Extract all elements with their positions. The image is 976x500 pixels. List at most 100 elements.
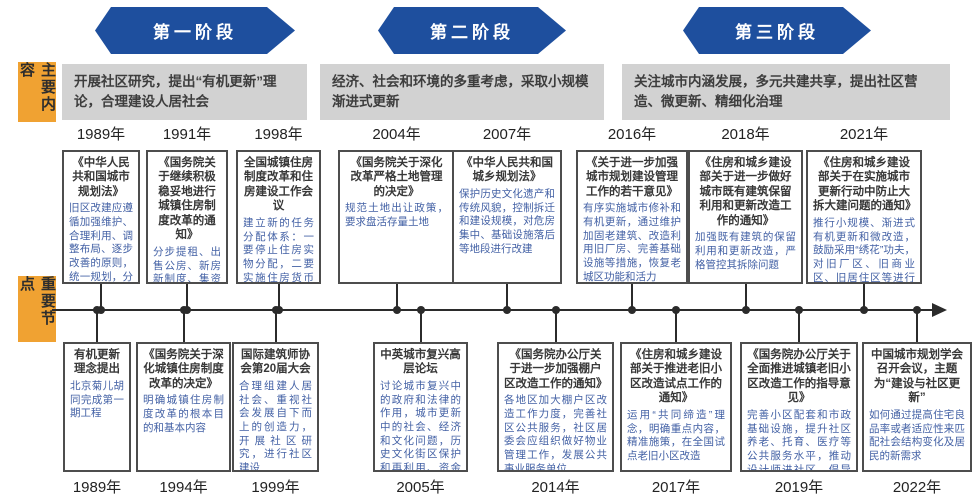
event-desc: 建立新的任务分配体系：一要停止住房实物分配，二要实施住房货币化分配 — [243, 216, 314, 284]
event-box: 《国务院关于深化城镇住房制度改革的决定》 明确城镇住房制度改革的根本目的和基本内… — [136, 342, 231, 472]
event-column-bottom-2005: 中英城市复兴高层论坛 讨论城市复兴中的政府和法律的作用，城市更新中的社会、经济和… — [373, 306, 468, 496]
event-box: 《关于进一步加强城市规划建设管理工作的若干意见》 有序实施城市修补和有机更新，通… — [576, 150, 688, 284]
event-year: 2005年 — [396, 479, 445, 496]
stage-summary-2: 经济、社会和环境的多重考虑，采取小规模渐进式更新 — [320, 64, 604, 120]
timeline-dot — [672, 306, 680, 314]
event-year: 2007年 — [482, 126, 532, 143]
event-desc: 分步提租、出售公房、新房新制度、集资合作建房等多种形式推进房改的思路 — [153, 245, 221, 284]
event-year: 1991年 — [162, 126, 212, 143]
event-year: 2017年 — [651, 479, 701, 496]
event-box: 全国城镇住房制度改革和住房建设工作会议 建立新的任务分配体系：一要停止住房实物分… — [236, 150, 321, 284]
event-box: 国际建筑师协会第20届大会 合理组建人居社会、重视社会发展自下而上的创造力，开展… — [232, 342, 319, 472]
event-title: 《国务院关于继续积极稳妥地进行城镇住房制度改革的通知》 — [158, 157, 216, 242]
connector-line — [554, 310, 557, 342]
event-year: 2016年 — [607, 126, 657, 143]
event-box: 《国务院关于深化改革严格土地管理的决定》 规范土地出让政策，要求盘活存量土地 — [338, 150, 455, 284]
sidebar-label-main-content: 主要内容 — [18, 62, 56, 122]
event-year: 2022年 — [892, 479, 942, 496]
stage-banner-1: 第一阶段 — [95, 7, 295, 54]
event-column-top-2016: 2016年 《关于进一步加强城市规划建设管理工作的若干意见》 有序实施城市修补和… — [576, 124, 688, 314]
connector-line — [798, 310, 800, 342]
event-box: 《国务院关于继续积极稳妥地进行城镇住房制度改革的通知》 分步提租、出售公房、新房… — [146, 150, 228, 284]
event-desc: 讨论城市复兴中的政府和法律的作用，城市更新中的社会、经济和文化问题，历史文化街区… — [380, 379, 461, 472]
event-column-bottom-1989: 有机更新理念提出 北京菊儿胡同完成第一期工程 1989年 — [63, 306, 131, 496]
event-title: 中英城市复兴高层论坛 — [380, 349, 461, 376]
event-year: 1998年 — [254, 126, 303, 143]
event-title: 中国城市规划学会召开会议，主题为“建设与社区更新” — [871, 349, 963, 405]
event-year: 1994年 — [159, 479, 208, 496]
event-column-top-1989: 1989年 《中华人民共和国城市规划法》 旧区改建应遵循加强维护、合理利用、调整… — [62, 124, 140, 314]
event-title: 国际建筑师协会第20届大会 — [240, 349, 311, 376]
event-desc: 旧区改建应遵循加强维护、合理利用、调整布局、逐步改善的原则，统一规划，分期实施 — [69, 202, 133, 283]
event-title: 《国务院办公厅关于全面推进城镇老旧小区改造工作的指导意见》 — [747, 349, 851, 405]
event-title: 《关于进一步加强城市规划建设管理工作的若干意见》 — [586, 157, 678, 198]
event-desc: 明确城镇住房制度改革的根本目的和基本内容 — [143, 394, 224, 434]
timeline-dot — [795, 306, 803, 314]
event-column-bottom-2022: 中国城市规划学会召开会议，主题为“建设与社区更新” 如何通过提高住宅良品率或者适… — [862, 306, 972, 496]
event-box: 有机更新理念提出 北京菊儿胡同完成第一期工程 — [63, 342, 131, 472]
connector-line — [419, 310, 422, 342]
event-desc: 完善小区配套和市政基础设施，提升社区养老、托育、医疗等公共服务水平，推动设计师进… — [747, 408, 851, 472]
event-column-top-2018: 2018年 《住房和城乡建设部关于进一步做好城市既有建筑保留利用和更新改造工作的… — [688, 124, 803, 314]
timeline-axis — [52, 309, 934, 311]
connector-line — [863, 284, 865, 310]
event-year: 1989年 — [76, 126, 126, 143]
event-box: 中国城市规划学会召开会议，主题为“建设与社区更新” 如何通过提高住宅良品率或者适… — [862, 342, 972, 472]
timeline-dot — [628, 306, 636, 314]
timeline-dot — [913, 306, 921, 314]
timeline-dot — [551, 306, 560, 314]
timeline-dot — [97, 306, 105, 314]
timeline-axis-arrow-icon — [932, 303, 947, 317]
connector-line — [182, 310, 185, 342]
event-title: 《中华人民共和国城市规划法》 — [72, 157, 130, 198]
event-box: 《国务院办公厅关于全面推进城镇老旧小区改造工作的指导意见》 完善小区配套和市政基… — [740, 342, 858, 472]
event-title: 《中华人民共和国城乡规划法》 — [461, 157, 553, 184]
event-year: 2019年 — [774, 479, 824, 496]
event-desc: 运用“共同缔造”理念，明确重点内容，精准施策，在全国试点老旧小区改造 — [627, 408, 725, 462]
connector-line — [744, 284, 747, 310]
event-title: 《国务院关于深化改革严格土地管理的决定》 — [350, 157, 443, 198]
event-column-bottom-1999: 国际建筑师协会第20届大会 合理组建人居社会、重视社会发展自下而上的创造力，开展… — [232, 306, 319, 496]
event-desc: 推行小规模、渐进式有机更新和微改造，鼓励采用“绣花”功夫，对旧厂区、旧商业区、旧… — [813, 216, 915, 284]
connector-line — [916, 310, 918, 342]
connector-line — [186, 284, 188, 310]
event-title: 《住房和城乡建设部关于推进老旧小区改造试点工作的通知》 — [630, 349, 722, 405]
event-title: 有机更新理念提出 — [74, 349, 120, 376]
event-box: 《国务院办公厅关于进一步加强棚户区改造工作的通知》 各地区加大棚户区改造工作力度… — [497, 342, 614, 472]
event-column-bottom-2014: 《国务院办公厅关于进一步加强棚户区改造工作的通知》 各地区加大棚户区改造工作力度… — [497, 306, 614, 496]
event-year: 2021年 — [839, 126, 889, 143]
event-column-top-2021: 2021年 《住房和城乡建设部关于在实施城市更新行动中防止大拆大建问题的通知》 … — [806, 124, 922, 314]
event-title: 全国城镇住房制度改革和住房建设工作会议 — [244, 157, 313, 213]
timeline-dot — [271, 306, 280, 314]
event-column-bottom-2019: 《国务院办公厅关于全面推进城镇老旧小区改造工作的指导意见》 完善小区配套和市政基… — [740, 306, 858, 496]
event-desc: 如何通过提高住宅良品率或者适应性来匹配社会结构变化及居民的新需求 — [869, 408, 965, 462]
event-column-top-2007: 2007年 《中华人民共和国城乡规划法》 保护历史文化遗产和传统风貌，控制拆迁和… — [452, 124, 562, 314]
stage-summary-1: 开展社区研究，提出“有机更新”理论，合理建设人居社会 — [62, 64, 307, 120]
stage-banner-3: 第三阶段 — [683, 7, 871, 54]
event-title: 《住房和城乡建设部关于进一步做好城市既有建筑保留利用和更新改造工作的通知》 — [699, 157, 792, 227]
event-year: 1989年 — [72, 479, 122, 496]
event-column-top-1998: 1998年 全国城镇住房制度改革和住房建设工作会议 建立新的任务分配体系：一要停… — [236, 124, 321, 314]
connector-line — [675, 310, 677, 342]
connector-line — [277, 284, 280, 310]
event-desc: 有序实施城市修补和有机更新，通过维护加固老建筑、改造利用旧厂房、完善基础设施等措… — [583, 202, 681, 283]
timeline-dot — [179, 306, 188, 314]
event-desc: 加强既有建筑的保留利用和更新改造，严格管控其拆除问题 — [695, 231, 796, 271]
event-title: 《国务院办公厅关于进一步加强棚户区改造工作的通知》 — [504, 349, 608, 390]
event-box: 《住房和城乡建设部关于在实施城市更新行动中防止大拆大建问题的通知》 推行小规模、… — [806, 150, 922, 284]
event-column-bottom-1994: 《国务院关于深化城镇住房制度改革的决定》 明确城镇住房制度改革的根本目的和基本内… — [136, 306, 231, 496]
event-box: 《中华人民共和国城乡规划法》 保护历史文化遗产和传统风貌，控制拆迁和建设规模，对… — [452, 150, 562, 284]
connector-line — [395, 284, 398, 310]
connector-line — [100, 284, 102, 310]
stage-summary-3: 关注城市内涵发展，多元共建共享，提出社区营造、微更新、精细化治理 — [622, 64, 950, 120]
event-desc: 北京菊儿胡同完成第一期工程 — [70, 379, 124, 420]
event-year: 1999年 — [251, 479, 300, 496]
event-year: 2004年 — [372, 126, 421, 143]
event-title: 《住房和城乡建设部关于在实施城市更新行动中防止大拆大建问题的通知》 — [813, 157, 917, 213]
timeline-dot — [503, 306, 511, 314]
event-year: 2014年 — [531, 479, 580, 496]
event-desc: 规范土地出让政策，要求盘活存量土地 — [345, 202, 448, 229]
sidebar-label-key-nodes: 重要节点 — [18, 276, 56, 342]
connector-line — [96, 310, 98, 342]
